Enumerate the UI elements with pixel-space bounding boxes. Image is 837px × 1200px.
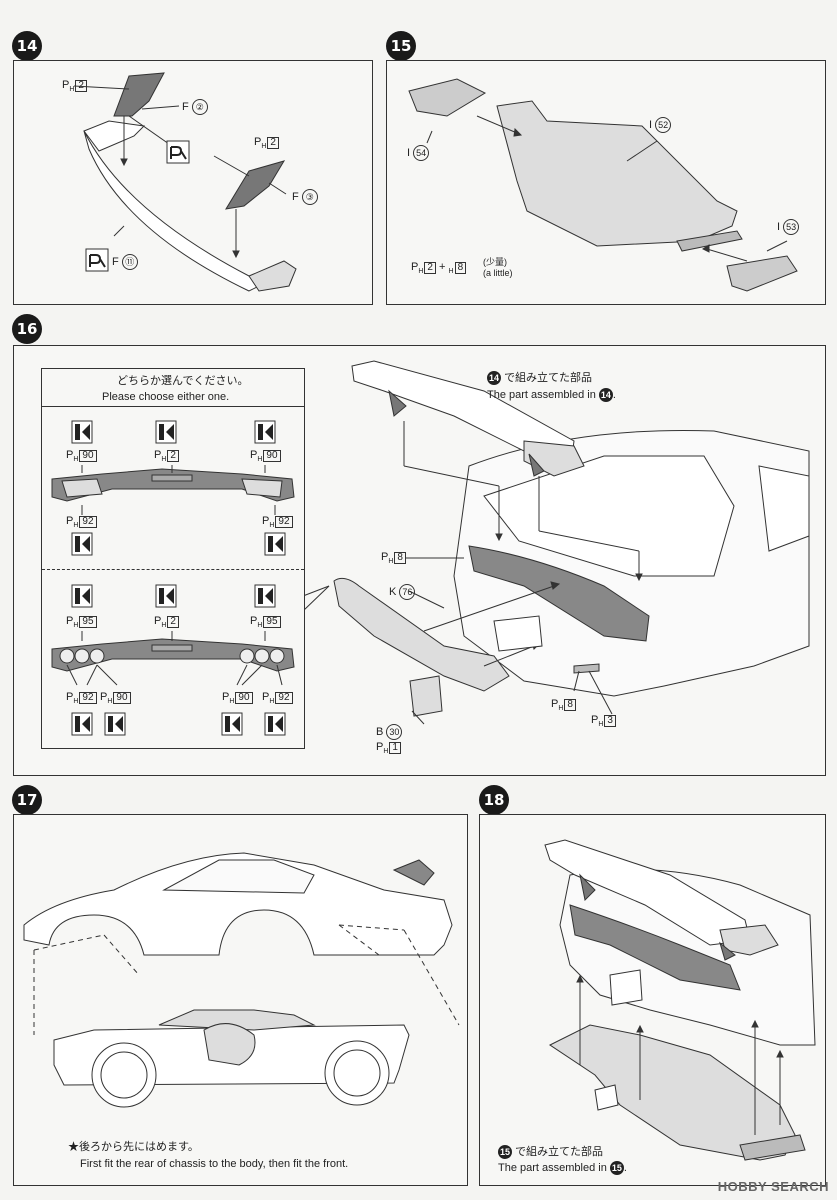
step-18-assembled-en: The part assembled in 15. bbox=[498, 1161, 627, 1175]
step-17-note-ja: ★後ろから先にはめます。 bbox=[68, 1141, 199, 1153]
step-16-choose-en: Please choose either one. bbox=[102, 391, 230, 403]
step-14-number: 14 bbox=[12, 31, 42, 61]
step-16-option-drawings bbox=[51, 420, 295, 736]
step-17-chassis-drawing bbox=[23, 852, 460, 1108]
step-16-option-divider bbox=[42, 569, 304, 570]
step-14-wing-drawing bbox=[73, 72, 297, 292]
step-15-diffuser-drawing bbox=[408, 78, 798, 292]
step-16-rear-drawing bbox=[302, 360, 810, 725]
step-14-f11-label: F ⑪ bbox=[112, 254, 138, 270]
step-16-panel: どちらか選んでください。 Please choose either one. bbox=[13, 345, 826, 776]
step-16-assembled-ja: 14 で組み立てた部品 bbox=[487, 371, 593, 385]
step-18-panel: 15 で組み立てた部品 The part assembled in 15. bbox=[479, 814, 826, 1186]
step-18-number: 18 bbox=[479, 785, 509, 815]
step-16-choose-ja: どちらか選んでください。 bbox=[117, 375, 249, 387]
step-15-glue-amount: (少量)(a little) bbox=[483, 257, 513, 278]
step-16-choice-divider bbox=[42, 406, 304, 407]
step-16-k76-label: K 76 bbox=[389, 584, 416, 600]
step-17-number: 17 bbox=[12, 785, 42, 815]
step-17-panel: ★後ろから先にはめます。 First fit the rear of chass… bbox=[13, 814, 468, 1186]
step-15-number: 15 bbox=[386, 31, 416, 61]
step-15-i54-label: I 54 bbox=[407, 145, 430, 161]
step-16-number: 16 bbox=[12, 314, 42, 344]
step-16-b30-label: B 30 bbox=[376, 724, 403, 740]
step-17-note-en: First fit the rear of chassis to the bod… bbox=[80, 1158, 349, 1170]
step-18-rear-underbody-drawing bbox=[544, 839, 816, 1161]
step-14-f3-label: F ③ bbox=[292, 189, 318, 205]
step-18-assembled-ja: 15 で組み立てた部品 bbox=[498, 1145, 604, 1159]
step-16-assembled-en: The part assembled in 14. bbox=[487, 388, 616, 402]
hobby-search-watermark: HOBBY SEARCH bbox=[717, 1179, 829, 1194]
step-16-choice-box: どちらか選んでください。 Please choose either one. bbox=[41, 368, 305, 749]
step-15-i53-label: I 53 bbox=[777, 219, 800, 235]
step-14-f2-label: F ② bbox=[182, 99, 208, 115]
step-15-i52-label: I 52 bbox=[649, 117, 672, 133]
